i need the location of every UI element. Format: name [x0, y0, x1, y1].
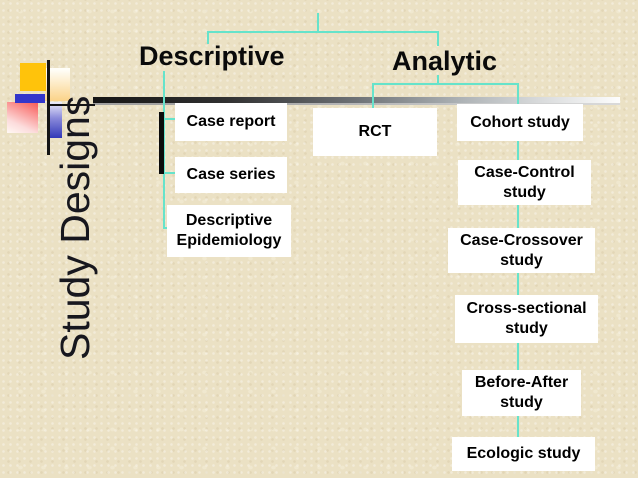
connector-descriptive-vertical [163, 71, 165, 229]
node-before-after-study: Before-After study [462, 370, 581, 416]
decor-blue-bar [15, 94, 45, 103]
decor-horizontal-rule [50, 104, 95, 106]
connector-analytic-branch [372, 83, 519, 85]
node-case-crossover-study: Case-Crossover study [448, 228, 595, 273]
connector-descriptive-drop [207, 31, 209, 44]
connector-rct-drop [372, 83, 374, 111]
annotation-black-line [159, 112, 164, 174]
decor-blue-gradient-bar [50, 102, 62, 138]
connector-analytic-drop [437, 31, 439, 46]
node-case-control-study: Case-Control study [458, 160, 591, 205]
connector-top-horizontal [207, 31, 439, 33]
decor-yellow-square [20, 63, 46, 91]
node-case-report: Case report [175, 103, 287, 141]
connector-case-report-stub [163, 118, 177, 120]
node-cohort-study: Cohort study [457, 104, 583, 141]
decor-vertical-rule [47, 60, 50, 155]
node-case-series: Case series [175, 157, 287, 193]
connector-analytic-stub [437, 75, 439, 85]
heading-analytic: Analytic [392, 46, 498, 76]
slide-title: Study Designs [52, 95, 98, 360]
decor-pink-square [7, 102, 38, 133]
heading-descriptive: Descriptive [139, 41, 285, 71]
node-descriptive-epidemiology: Descriptive Epidemiology [167, 205, 291, 257]
node-ecologic-study: Ecologic study [452, 437, 595, 471]
connector-case-series-stub [163, 172, 177, 174]
connector-top-stub [317, 13, 319, 33]
node-rct: RCT [313, 108, 437, 156]
divider-bar [93, 97, 620, 105]
node-cross-sectional-study: Cross-sectional study [455, 295, 598, 343]
